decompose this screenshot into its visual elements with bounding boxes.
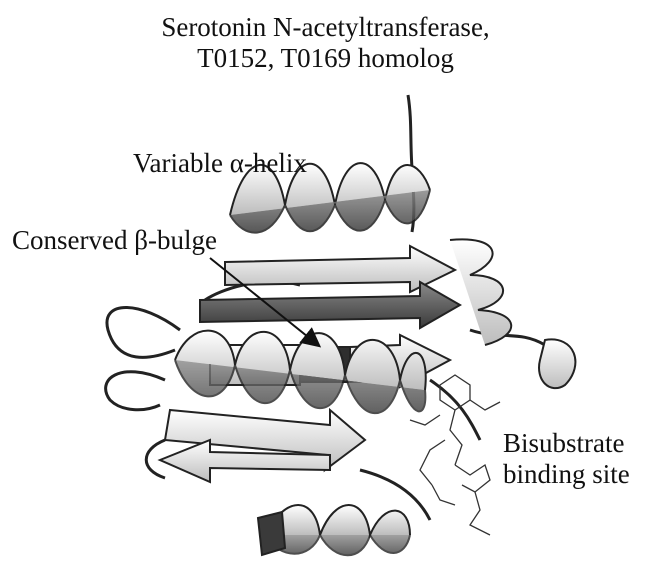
left-loop-lower [106, 372, 165, 410]
figure-title-line2: T0152, T0169 homolog [0, 43, 651, 74]
helix-right [450, 239, 575, 388]
conserved-bulge-label: Conserved β-bulge [12, 225, 217, 256]
variable-helix-label: Variable α-helix [133, 148, 307, 179]
binding-site-label-line1: Bisubstrate [503, 428, 625, 459]
binding-site-label-line2: binding site [503, 459, 630, 490]
helix-bottom [258, 505, 410, 555]
strand-2 [200, 282, 460, 328]
helix-central [175, 331, 426, 414]
left-loop-upper [107, 308, 180, 358]
figure-title-line1: Serotonin N-acetyltransferase, [0, 12, 651, 43]
